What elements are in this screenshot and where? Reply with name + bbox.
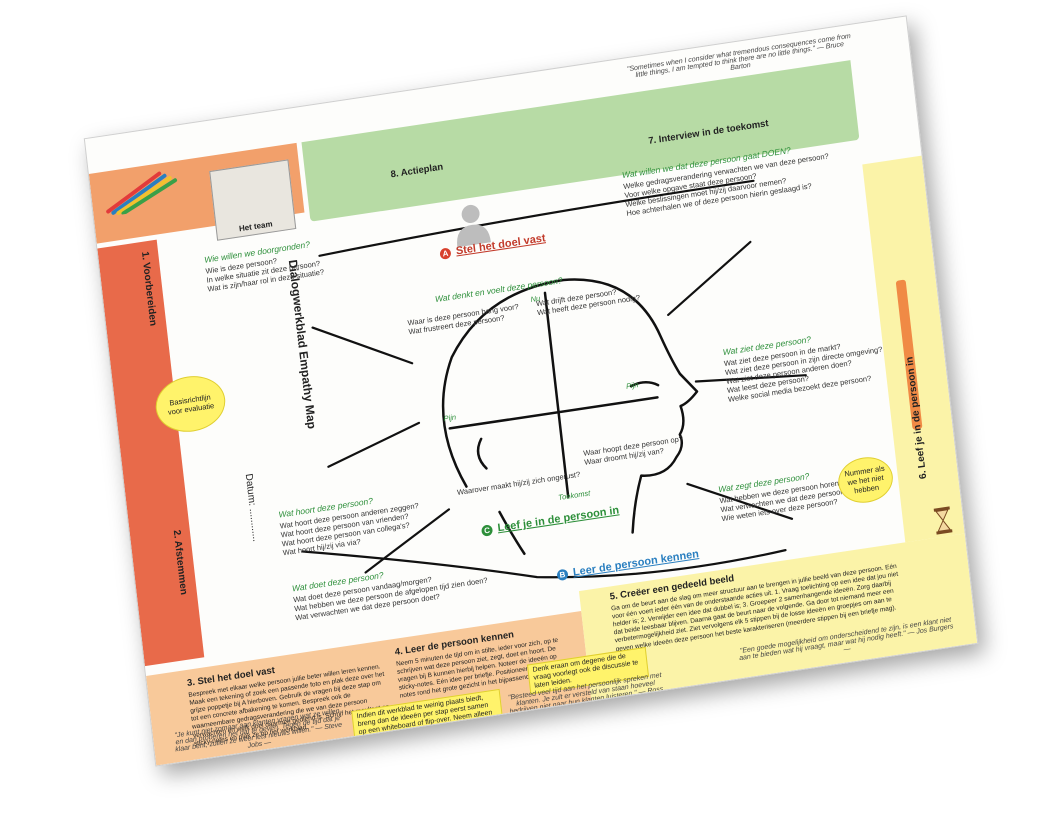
hourglass-icon xyxy=(932,505,955,536)
person-placeholder-icon xyxy=(450,200,494,248)
head-drawing xyxy=(392,231,723,574)
head-label-gain: Pijn xyxy=(625,380,639,391)
empathize-badge: C xyxy=(481,524,494,538)
goal-badge: A xyxy=(439,247,452,261)
spokes-lines xyxy=(85,16,906,579)
empathy-map-poster: Het team Dialogwerkblad Empathy Map 1. V… xyxy=(83,15,979,767)
pencils-icon xyxy=(99,166,183,218)
team-photo-label: Het team xyxy=(238,219,273,234)
team-photo: Het team xyxy=(209,159,297,241)
know-badge: B xyxy=(556,568,569,582)
head-label-pain: Pijn xyxy=(443,412,457,424)
head-label-now: Nu xyxy=(530,293,541,305)
